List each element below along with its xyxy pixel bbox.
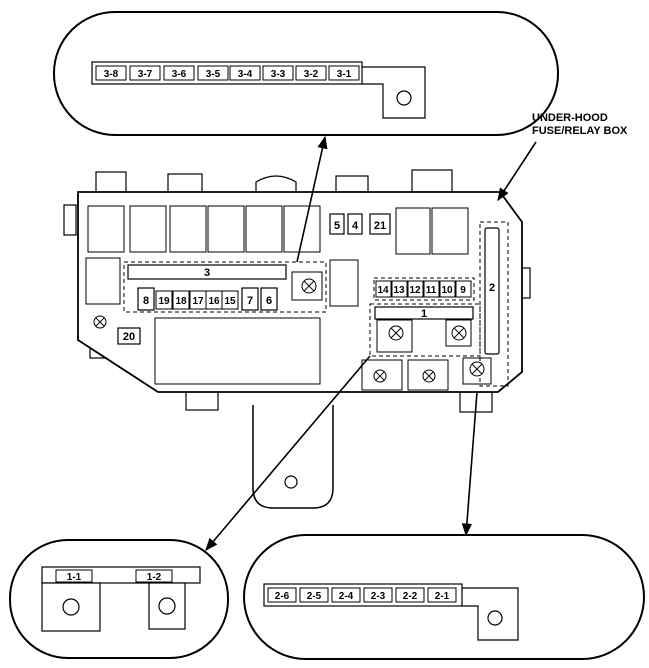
title-line-1: UNDER-HOOD xyxy=(532,112,608,124)
fuse-3: 3 xyxy=(204,267,210,279)
fuse-label-2-6: 2-6 xyxy=(275,591,290,602)
box-title: UNDER-HOOD FUSE/RELAY BOX xyxy=(532,112,628,137)
fuse-15: 15 xyxy=(224,296,236,307)
fuse-label-3-6: 3-6 xyxy=(172,69,187,80)
fuse-label-1-1: 1-1 xyxy=(67,572,82,583)
fuse-8: 8 xyxy=(143,295,149,307)
fuse-17: 17 xyxy=(192,296,204,307)
detail-callout-bottom-right: 2-6 2-5 2-4 2-3 2-2 2-1 xyxy=(243,534,645,660)
fuse-label-3-7: 3-7 xyxy=(138,69,153,80)
fuse-9: 9 xyxy=(460,285,466,296)
fuse-4: 4 xyxy=(352,220,359,232)
fuse-12: 12 xyxy=(409,285,421,296)
fuse-label-2-2: 2-2 xyxy=(403,591,418,602)
arrow-to-box xyxy=(497,141,537,202)
detail-callout-bottom-left: 1-1 1-2 xyxy=(9,539,229,659)
fuse-1: 1 xyxy=(421,308,427,320)
title-line-2: FUSE/RELAY BOX xyxy=(532,125,628,137)
fuse-label-3-1: 3-1 xyxy=(337,69,352,80)
fuse-label-2-4: 2-4 xyxy=(339,591,354,602)
fuse-5: 5 xyxy=(334,220,340,232)
fuse-row-3: 3-8 3-7 3-6 3-5 3-4 3-3 3-2 3-1 xyxy=(95,65,360,81)
fuse-label-2-1: 2-1 xyxy=(435,591,450,602)
arrow-to-bottom-right-detail xyxy=(461,391,478,537)
fuse-19: 19 xyxy=(158,296,170,307)
arrow-to-top-detail xyxy=(296,135,328,263)
fuse-14: 14 xyxy=(377,285,389,296)
fuse-label-3-8: 3-8 xyxy=(104,69,119,80)
fuse-2: 2 xyxy=(489,282,495,294)
fuse-18: 18 xyxy=(175,296,187,307)
fuse-20: 20 xyxy=(123,331,135,343)
fuse-13: 13 xyxy=(393,285,405,296)
fuse-7: 7 xyxy=(247,295,253,307)
fuse-label-3-3: 3-3 xyxy=(271,69,286,80)
fuse-label-1-2: 1-2 xyxy=(147,572,162,583)
fuse-label-3-5: 3-5 xyxy=(206,69,221,80)
fuse-11: 11 xyxy=(426,285,437,296)
fuse-box-body: 5 4 21 3 8 19 18 17 16 15 7 6 14 13 xyxy=(63,169,531,509)
fuse-10: 10 xyxy=(441,285,453,296)
fuse-label-3-4: 3-4 xyxy=(238,69,253,80)
arrow-to-bottom-left-detail xyxy=(205,355,371,551)
leader-lines xyxy=(205,135,537,551)
fuse-label-3-2: 3-2 xyxy=(304,69,319,80)
fuse-label-2-3: 2-3 xyxy=(371,591,386,602)
fuse-16: 16 xyxy=(208,296,220,307)
fuse-6: 6 xyxy=(266,295,272,307)
fuse-label-2-5: 2-5 xyxy=(307,591,322,602)
detail-callout-top: 3-8 3-7 3-6 3-5 3-4 3-3 3-2 3-1 xyxy=(53,11,559,136)
fuse-21: 21 xyxy=(374,220,386,232)
